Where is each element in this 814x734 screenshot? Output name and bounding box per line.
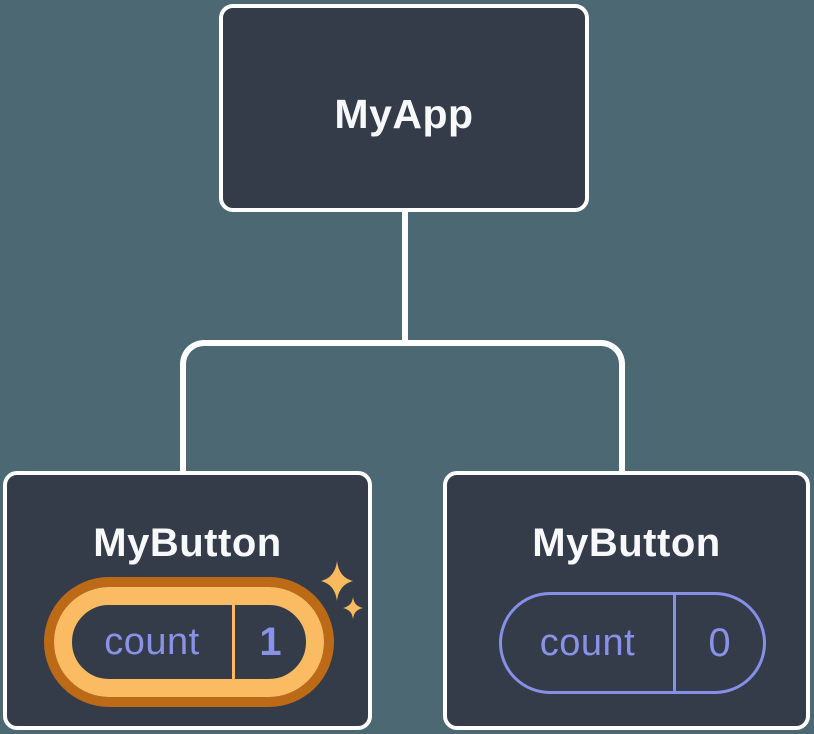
tree-edge-bracket	[180, 340, 625, 472]
state-pill-highlighted: count 1	[54, 587, 324, 697]
component-node-mybutton-right: MyButton count 0	[443, 471, 810, 730]
state-key-label: count	[104, 620, 200, 663]
component-node-mybutton-left: MyButton count 1	[3, 471, 372, 730]
child-node-label: MyButton	[532, 521, 721, 565]
root-node-label: MyApp	[334, 91, 474, 137]
state-pill-divider	[232, 605, 235, 679]
state-pill-divider	[673, 595, 676, 691]
state-pill: count 0	[499, 592, 766, 694]
state-value: 0	[708, 620, 731, 665]
state-value: 1	[259, 619, 282, 664]
sparkles-icon	[321, 561, 363, 619]
child-node-label: MyButton	[93, 521, 282, 565]
tree-edge-stem	[402, 212, 408, 343]
component-node-root: MyApp	[219, 4, 589, 212]
state-key-label: count	[539, 621, 636, 664]
